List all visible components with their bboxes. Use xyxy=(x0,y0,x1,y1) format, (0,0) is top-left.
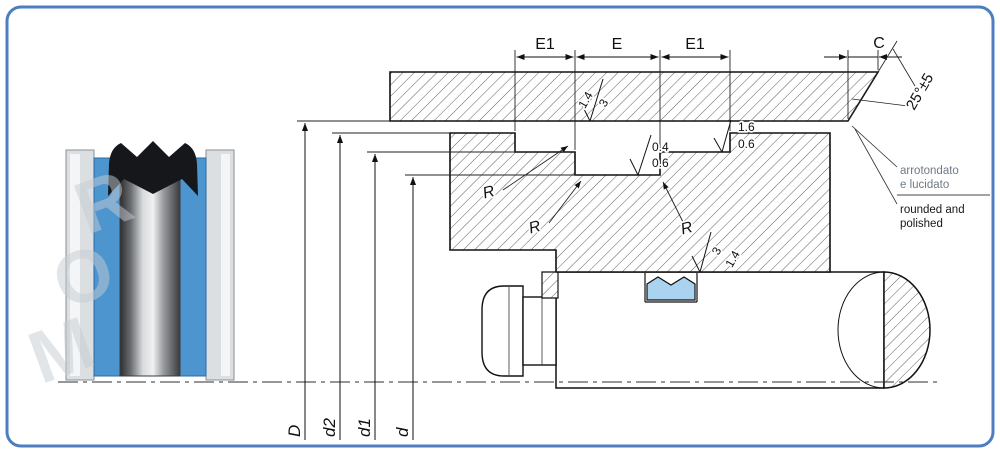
rod-end-face xyxy=(883,271,931,389)
right-metal-ring-highlight xyxy=(221,154,230,376)
finish-symbol-arm xyxy=(691,255,701,273)
finish-symbol-arm xyxy=(589,78,604,122)
rod-end-back-edge xyxy=(837,271,885,389)
radius-leader-line xyxy=(548,180,582,224)
note-english-line2: polished xyxy=(900,218,943,230)
piston-groove-section xyxy=(449,132,831,273)
radius-label-2: R xyxy=(527,218,543,238)
finish-symbol-arm xyxy=(713,137,723,153)
finish-symbol-arm xyxy=(721,119,732,153)
note-italian-line1: arrotondato xyxy=(900,165,959,177)
surface-finish-land: 1.6 0.6 xyxy=(713,118,757,153)
chamfer-extension-line xyxy=(847,40,898,122)
radius-leader-line xyxy=(502,145,569,191)
dim-label-e1-right: E1 xyxy=(685,36,705,53)
right-seal-body xyxy=(179,157,207,377)
cylinder-wall-section xyxy=(389,71,880,122)
dim-label-c: C xyxy=(873,35,885,52)
dim-label-e: E xyxy=(612,36,623,53)
extension-lines-top xyxy=(514,50,879,150)
radius-leader-line xyxy=(662,181,685,225)
note-leader-line xyxy=(851,125,898,168)
note-italian-line2: e lucidato xyxy=(900,179,949,191)
dim-label-e1-left: E1 xyxy=(535,36,555,53)
note-leader-line xyxy=(854,128,898,205)
angle-leader-line xyxy=(851,98,909,107)
finish-value: 0.6 xyxy=(652,156,669,170)
diameter-label-D: D xyxy=(285,425,304,437)
rod-collar xyxy=(522,296,557,366)
note-english-line1: rounded and xyxy=(900,204,965,216)
left-seal-body xyxy=(93,157,121,377)
finish-symbol-arm xyxy=(637,134,652,176)
angle-leader-line xyxy=(892,48,916,87)
seal-product-photo xyxy=(65,141,235,381)
diameter-dimensions: D d2 d1 d xyxy=(283,120,576,440)
diameter-label-d2: d2 xyxy=(320,418,339,437)
finish-value: 1.6 xyxy=(738,120,755,134)
finish-value: 0.4 xyxy=(652,140,669,154)
rod-nut xyxy=(481,285,524,377)
finish-value: 0.6 xyxy=(738,137,755,151)
finish-symbol-arm xyxy=(581,104,591,122)
left-metal-ring-highlight xyxy=(70,154,80,376)
rod-assembly xyxy=(481,271,931,389)
rod-body xyxy=(555,271,885,389)
surface-finish-groove: 0.4 0.6 xyxy=(629,134,671,176)
x-ring-profile xyxy=(108,141,198,196)
installed-seal xyxy=(646,276,696,301)
metal-sleeve xyxy=(119,167,181,377)
finish-symbol-arm xyxy=(629,158,639,176)
diameter-label-d1: d1 xyxy=(355,418,374,437)
diameter-label-d: d xyxy=(393,427,412,437)
retainer-tab xyxy=(541,271,559,299)
finish-symbol-arm xyxy=(699,231,712,273)
